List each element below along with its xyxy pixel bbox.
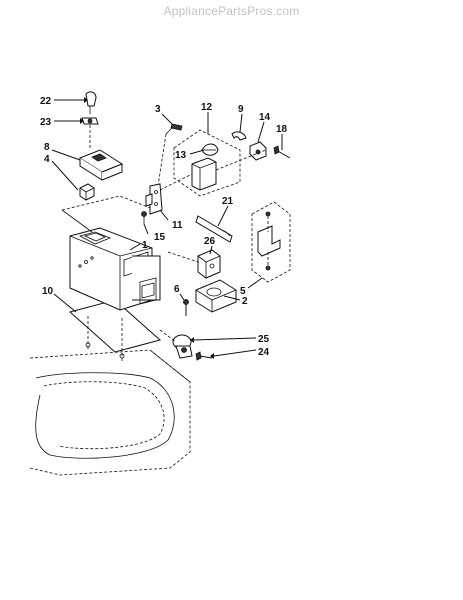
part-25-knob: [172, 334, 193, 359]
part-24-screw: [195, 351, 213, 361]
callout-8: 8: [44, 142, 50, 153]
part-2-housing: [195, 279, 237, 313]
part-5-bracket-group: [251, 201, 291, 283]
callout-labels: 22 23 8 4 3 12 9 14 18 13 11 15 1 21 26 …: [40, 96, 288, 358]
part-13-cam: [201, 143, 219, 156]
harness-lead: [61, 209, 93, 233]
callout-4: 4: [44, 154, 50, 165]
callout-1: 1: [142, 240, 148, 251]
callout-leaders: [51, 97, 283, 359]
callout-13: 13: [175, 150, 187, 161]
callout-11: 11: [172, 220, 183, 231]
part-11-bracket: [145, 183, 163, 215]
callout-5: 5: [240, 286, 246, 297]
part-10-plate: [68, 299, 162, 362]
part-22-knob: [85, 91, 97, 114]
watermark: AppliancePartsPros.com: [163, 4, 300, 18]
cabinet-top: [29, 349, 191, 476]
callout-22: 22: [40, 96, 52, 107]
part-3-screw: [165, 123, 183, 135]
callout-3: 3: [155, 104, 161, 115]
part-23-fitting: [81, 117, 99, 125]
callout-24: 24: [258, 347, 270, 358]
part-9-clip: [231, 131, 247, 141]
callout-6: 6: [174, 284, 180, 295]
callout-25: 25: [258, 334, 270, 345]
callout-23: 23: [40, 117, 52, 128]
part-18-screw: [273, 145, 291, 159]
callout-9: 9: [238, 104, 244, 115]
part-8-cover: [78, 149, 124, 181]
callout-15: 15: [154, 232, 166, 243]
callout-12: 12: [201, 102, 213, 113]
part-26-bracket: [197, 249, 221, 279]
part-1-console-housing: [69, 227, 161, 311]
callout-21: 21: [222, 196, 234, 207]
part-4-clip: [79, 183, 95, 201]
part-6-screw: [183, 299, 189, 316]
part-21-rod: [195, 215, 233, 243]
wire-harness: [61, 195, 151, 211]
callout-14: 14: [259, 112, 271, 123]
part-15-screw: [141, 211, 147, 224]
callout-10: 10: [42, 286, 54, 297]
callout-18: 18: [276, 124, 288, 135]
callout-26: 26: [204, 236, 216, 247]
part-12-timer-group: [173, 129, 241, 197]
callout-2: 2: [242, 296, 248, 307]
